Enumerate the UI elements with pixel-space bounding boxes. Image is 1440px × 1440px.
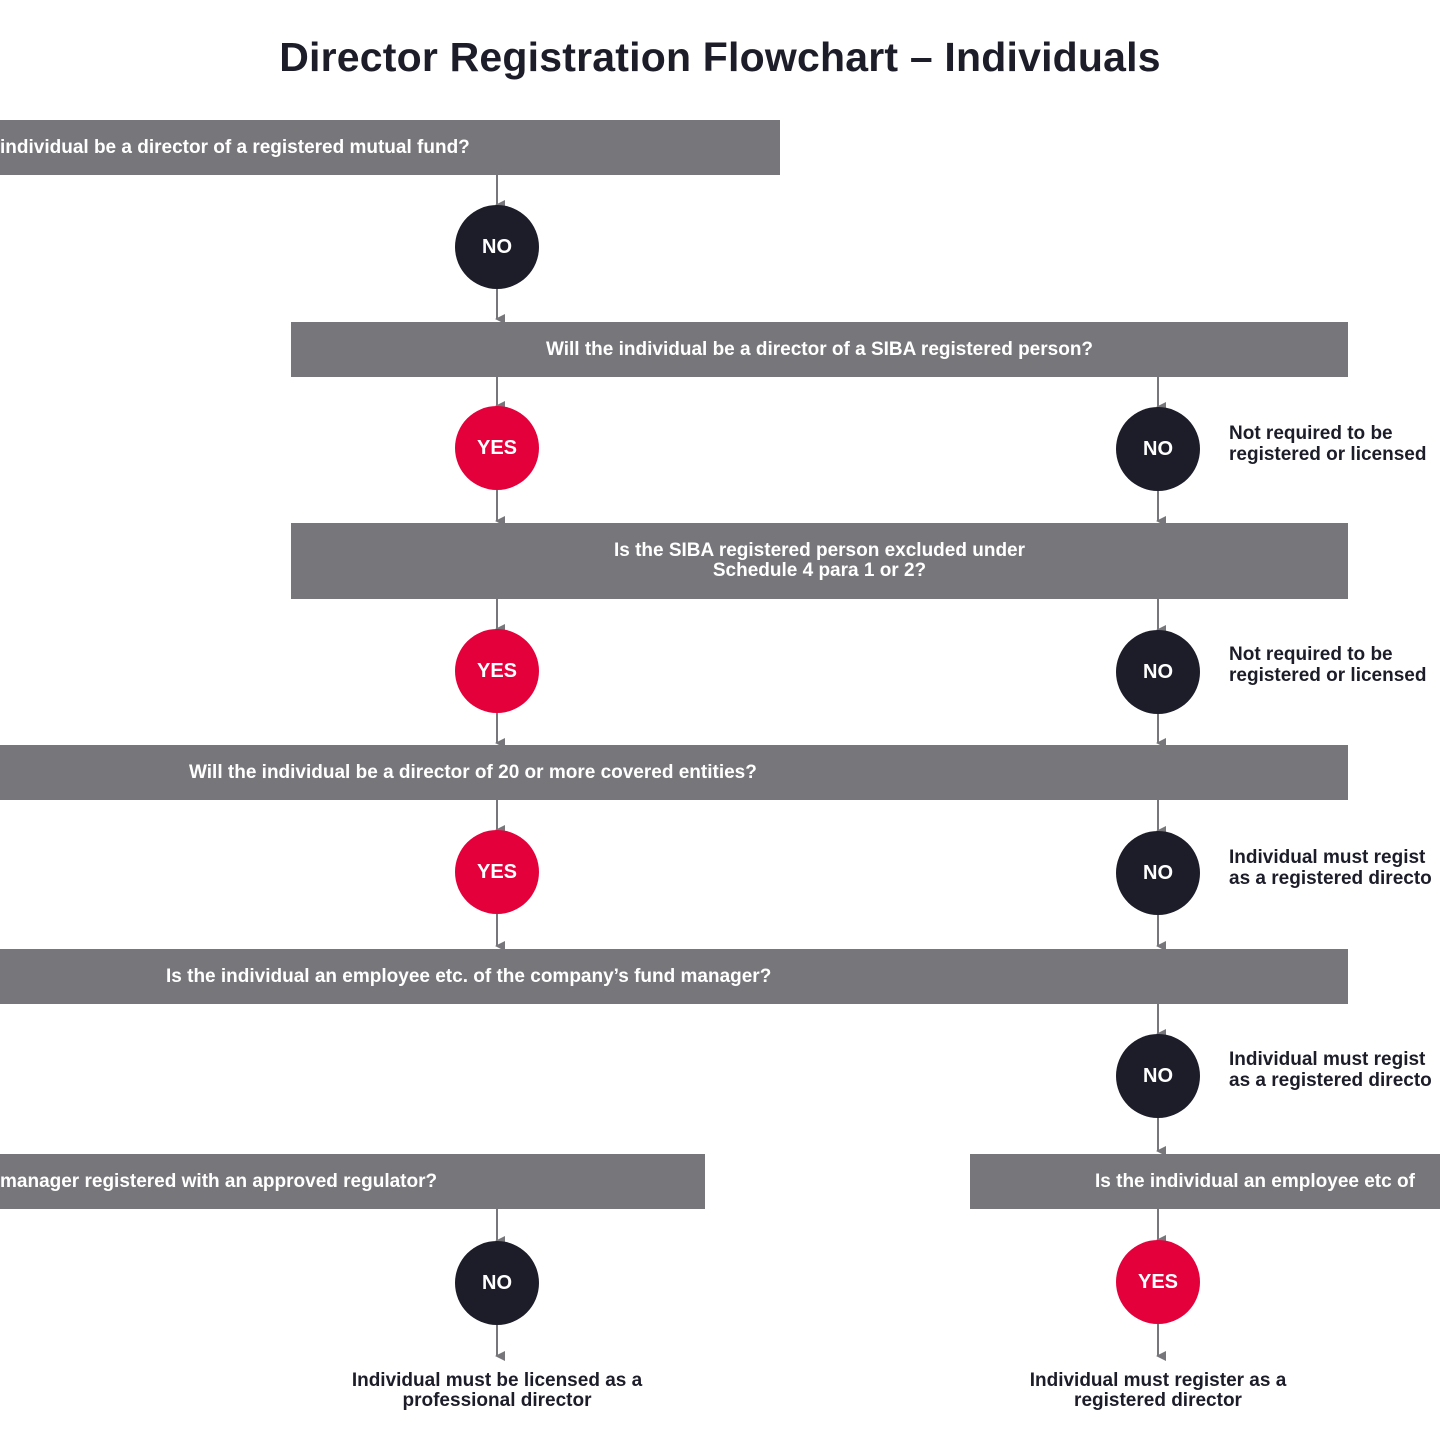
answer-yes-circle: YES [1116, 1240, 1200, 1324]
question-mutual-fund-text: individual be a director of a registered… [0, 136, 470, 158]
question-siba-excluded-line2: Schedule 4 para 1 or 2? [712, 560, 927, 581]
answer-no-circle: NO [1116, 407, 1200, 491]
outcome-professional-director: Individual must be licensed as a profess… [297, 1371, 697, 1411]
page-title: Director Registration Flowchart – Indivi… [279, 34, 1161, 80]
question-20-entities-text: Will the individual be a director of 20 … [189, 761, 757, 783]
answer-no-label: NO [1143, 1064, 1173, 1087]
question-approved-regulator-text: manager registered with an approved regu… [0, 1170, 438, 1192]
question-mutual-fund-box: individual be a director of a registered… [0, 120, 780, 175]
question-siba-director-text: Will the individual be a director of a S… [545, 338, 1094, 360]
note-not-required-1: Not required to be registered or license… [1229, 423, 1426, 465]
outcome-registered-director: Individual must register as a registered… [958, 1371, 1358, 1411]
answer-yes-circle: YES [455, 830, 539, 914]
outcome-line: Individual must register as a [1029, 1370, 1287, 1391]
answer-yes-circle: YES [455, 629, 539, 713]
question-fund-manager-employee-box: Is the individual an employee etc. of th… [0, 949, 1348, 1004]
question-fund-manager-employee-text: Is the individual an employee etc. of th… [166, 965, 772, 987]
answer-no-label: NO [1143, 437, 1173, 460]
answer-no-circle: NO [1116, 630, 1200, 714]
answer-yes-circle: YES [455, 406, 539, 490]
answer-no-label: NO [482, 235, 512, 258]
note-must-register-1: Individual must regist as a registered d… [1229, 847, 1432, 889]
question-employee-of-text: Is the individual an employee etc of [1095, 1170, 1415, 1192]
outcome-line: professional director [402, 1390, 592, 1411]
answer-no-label: NO [1143, 861, 1173, 884]
question-approved-regulator-box: manager registered with an approved regu… [0, 1154, 705, 1209]
answer-yes-label: YES [476, 436, 518, 459]
answer-yes-label: YES [476, 659, 518, 682]
answer-yes-label: YES [1137, 1270, 1179, 1293]
note-line: as a registered directo [1229, 1070, 1432, 1091]
answer-yes-label: YES [476, 860, 518, 883]
answer-no-circle: NO [1116, 831, 1200, 915]
question-siba-director-box: Will the individual be a director of a S… [291, 322, 1348, 377]
answer-no-circle: NO [1116, 1034, 1200, 1118]
note-line: Individual must regist [1229, 1049, 1426, 1070]
question-siba-excluded-box: Is the SIBA registered person excluded u… [291, 523, 1348, 599]
note-not-required-2: Not required to be registered or license… [1229, 644, 1426, 686]
question-siba-excluded-line1: Is the SIBA registered person excluded u… [613, 540, 1026, 561]
note-must-register-2: Individual must regist as a registered d… [1229, 1049, 1432, 1091]
answer-no-circle: NO [455, 205, 539, 289]
note-line: Not required to be [1229, 423, 1393, 444]
note-line: registered or licensed [1229, 444, 1427, 465]
answer-no-circle: NO [455, 1241, 539, 1325]
note-line: Not required to be [1229, 644, 1393, 665]
note-line: Individual must regist [1229, 847, 1426, 868]
outcome-line: Individual must be licensed as a [351, 1370, 643, 1391]
note-line: registered or licensed [1229, 665, 1427, 686]
question-20-entities-box: Will the individual be a director of 20 … [0, 745, 1348, 800]
note-line: as a registered directo [1229, 868, 1432, 889]
answer-no-label: NO [482, 1271, 512, 1294]
outcome-line: registered director [1074, 1390, 1242, 1411]
answer-no-label: NO [1143, 660, 1173, 683]
question-employee-of-box: Is the individual an employee etc of [970, 1154, 1440, 1209]
